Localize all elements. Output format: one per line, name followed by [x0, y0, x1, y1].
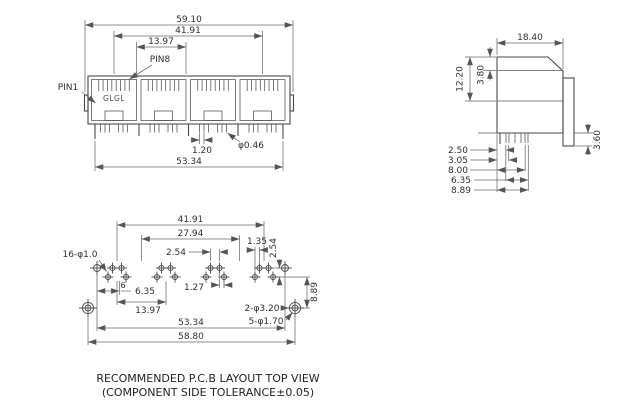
contact-pins: [98, 79, 130, 92]
side-connector-body: [478, 56, 593, 147]
dim-front-total-width: 59.10: [176, 15, 202, 25]
dim-side-c: 8.00: [448, 166, 468, 176]
pcb-hole-small: [169, 271, 181, 283]
pcb-dimensions: 41.91 27.94 2.54 1.35 2.54 16-φ1.0 6 6.: [63, 215, 320, 345]
pcb-hole-small: [262, 262, 275, 274]
dim-front-body-width: 41.91: [175, 26, 201, 36]
dim-front-pin-gap: 1.20: [192, 146, 212, 156]
solder-pins: [199, 123, 227, 133]
pcb-hole-mount: [78, 298, 98, 318]
front-flange-post: [562, 77, 575, 147]
side-body-outline: [496, 56, 564, 134]
dim-side-b: 3.05: [448, 156, 468, 166]
pcb-hole-small: [200, 271, 212, 283]
label-pin1: PIN1: [58, 83, 79, 93]
label-pin8: PIN8: [150, 55, 171, 65]
caption-line1: RECOMMENDED P.C.B LAYOUT TOP VIEW: [96, 372, 319, 385]
dim-pcb-c2: 1.27: [184, 283, 204, 293]
pcb-hole-small: [249, 271, 261, 283]
solder-pins: [248, 123, 277, 133]
dim-side-e: 8.89: [451, 186, 471, 196]
side-view: 18.40 12.20 3.80 3.60 2.50 3.05: [448, 33, 603, 196]
dim-side-a: 2.50: [448, 146, 468, 156]
front-connector-body: GLGL: [83, 75, 295, 139]
dim-side-d: 6.35: [451, 176, 471, 186]
pcb-hole-small: [164, 262, 177, 274]
right-side-tab: [289, 94, 295, 112]
left-side-tab: [83, 94, 89, 112]
dim-front-port-pitch: 13.97: [148, 37, 174, 47]
pcb-hole-small: [102, 271, 114, 283]
pcb-hole-small: [213, 262, 226, 274]
dim-pcb-total-span: 58.80: [178, 332, 204, 342]
port-opening: [190, 79, 236, 121]
label-mount-holes: 2-φ3.20: [245, 304, 280, 314]
front-dimensions: 59.10 41.91 13.97 PIN8 PIN1 1.20 φ0.46 5…: [58, 15, 294, 171]
pcb-view: 41.91 27.94 2.54 1.35 2.54 16-φ1.0 6 6.: [63, 215, 320, 345]
dim-side-top-step: 3.80: [477, 65, 487, 85]
dim-pcb-stagger-offset: 1.35: [247, 237, 267, 247]
dim-pcb-hole-pitch: 2.54: [166, 248, 186, 258]
pcb-hole-shield: [89, 260, 105, 276]
caption: RECOMMENDED P.C.B LAYOUT TOP VIEW (COMPO…: [96, 372, 319, 399]
port-opening: [140, 79, 187, 121]
dim-pcb-outer-span: 41.91: [178, 215, 204, 225]
contact-pins: [197, 79, 229, 92]
note-six: 6: [120, 281, 125, 290]
logo-text: GLGL: [103, 94, 125, 103]
dim-pcb-c3: 13.97: [135, 306, 161, 316]
contact-pins: [246, 79, 279, 92]
front-view: GLGL 59.10 41.91 13.97 PIN8 PIN1 1.20 φ0…: [58, 15, 295, 171]
contact-pins: [147, 79, 180, 92]
port-opening: [239, 79, 286, 121]
label-small-holes: 16-φ1.0: [63, 250, 98, 260]
pcb-hole-small: [267, 271, 279, 283]
dim-side-depth: 18.40: [517, 33, 543, 43]
side-solder-pins: [505, 133, 529, 143]
side-dimensions: 18.40 12.20 3.80 3.60 2.50 3.05: [448, 33, 603, 196]
side-body-seams: [497, 70, 563, 102]
solder-pins: [100, 123, 128, 133]
dim-pcb-row-gap: 2.54: [269, 238, 279, 258]
solder-pins: [149, 123, 178, 133]
shield-legs: [94, 124, 284, 139]
label-shield-holes: 5-φ1.70: [249, 317, 284, 327]
dim-side-height: 12.20: [456, 66, 466, 92]
dim-pcb-mount-span: 53.34: [178, 318, 204, 328]
pcb-hole-small: [115, 262, 128, 274]
dim-pcb-inner-span: 27.94: [178, 229, 204, 239]
dim-front-mount-span: 53.34: [176, 157, 202, 167]
dim-pcb-c1: 6.35: [135, 287, 155, 297]
pcb-hole-small: [218, 271, 230, 283]
pcb-hole-small: [151, 271, 163, 283]
dim-pcb-c4: 8.89: [310, 282, 320, 302]
dim-front-pin-diameter: φ0.46: [238, 141, 264, 151]
caption-line2: (COMPONENT SIDE TOLERANCE±0.05): [102, 386, 314, 399]
dim-side-post-height: 3.60: [593, 130, 603, 150]
